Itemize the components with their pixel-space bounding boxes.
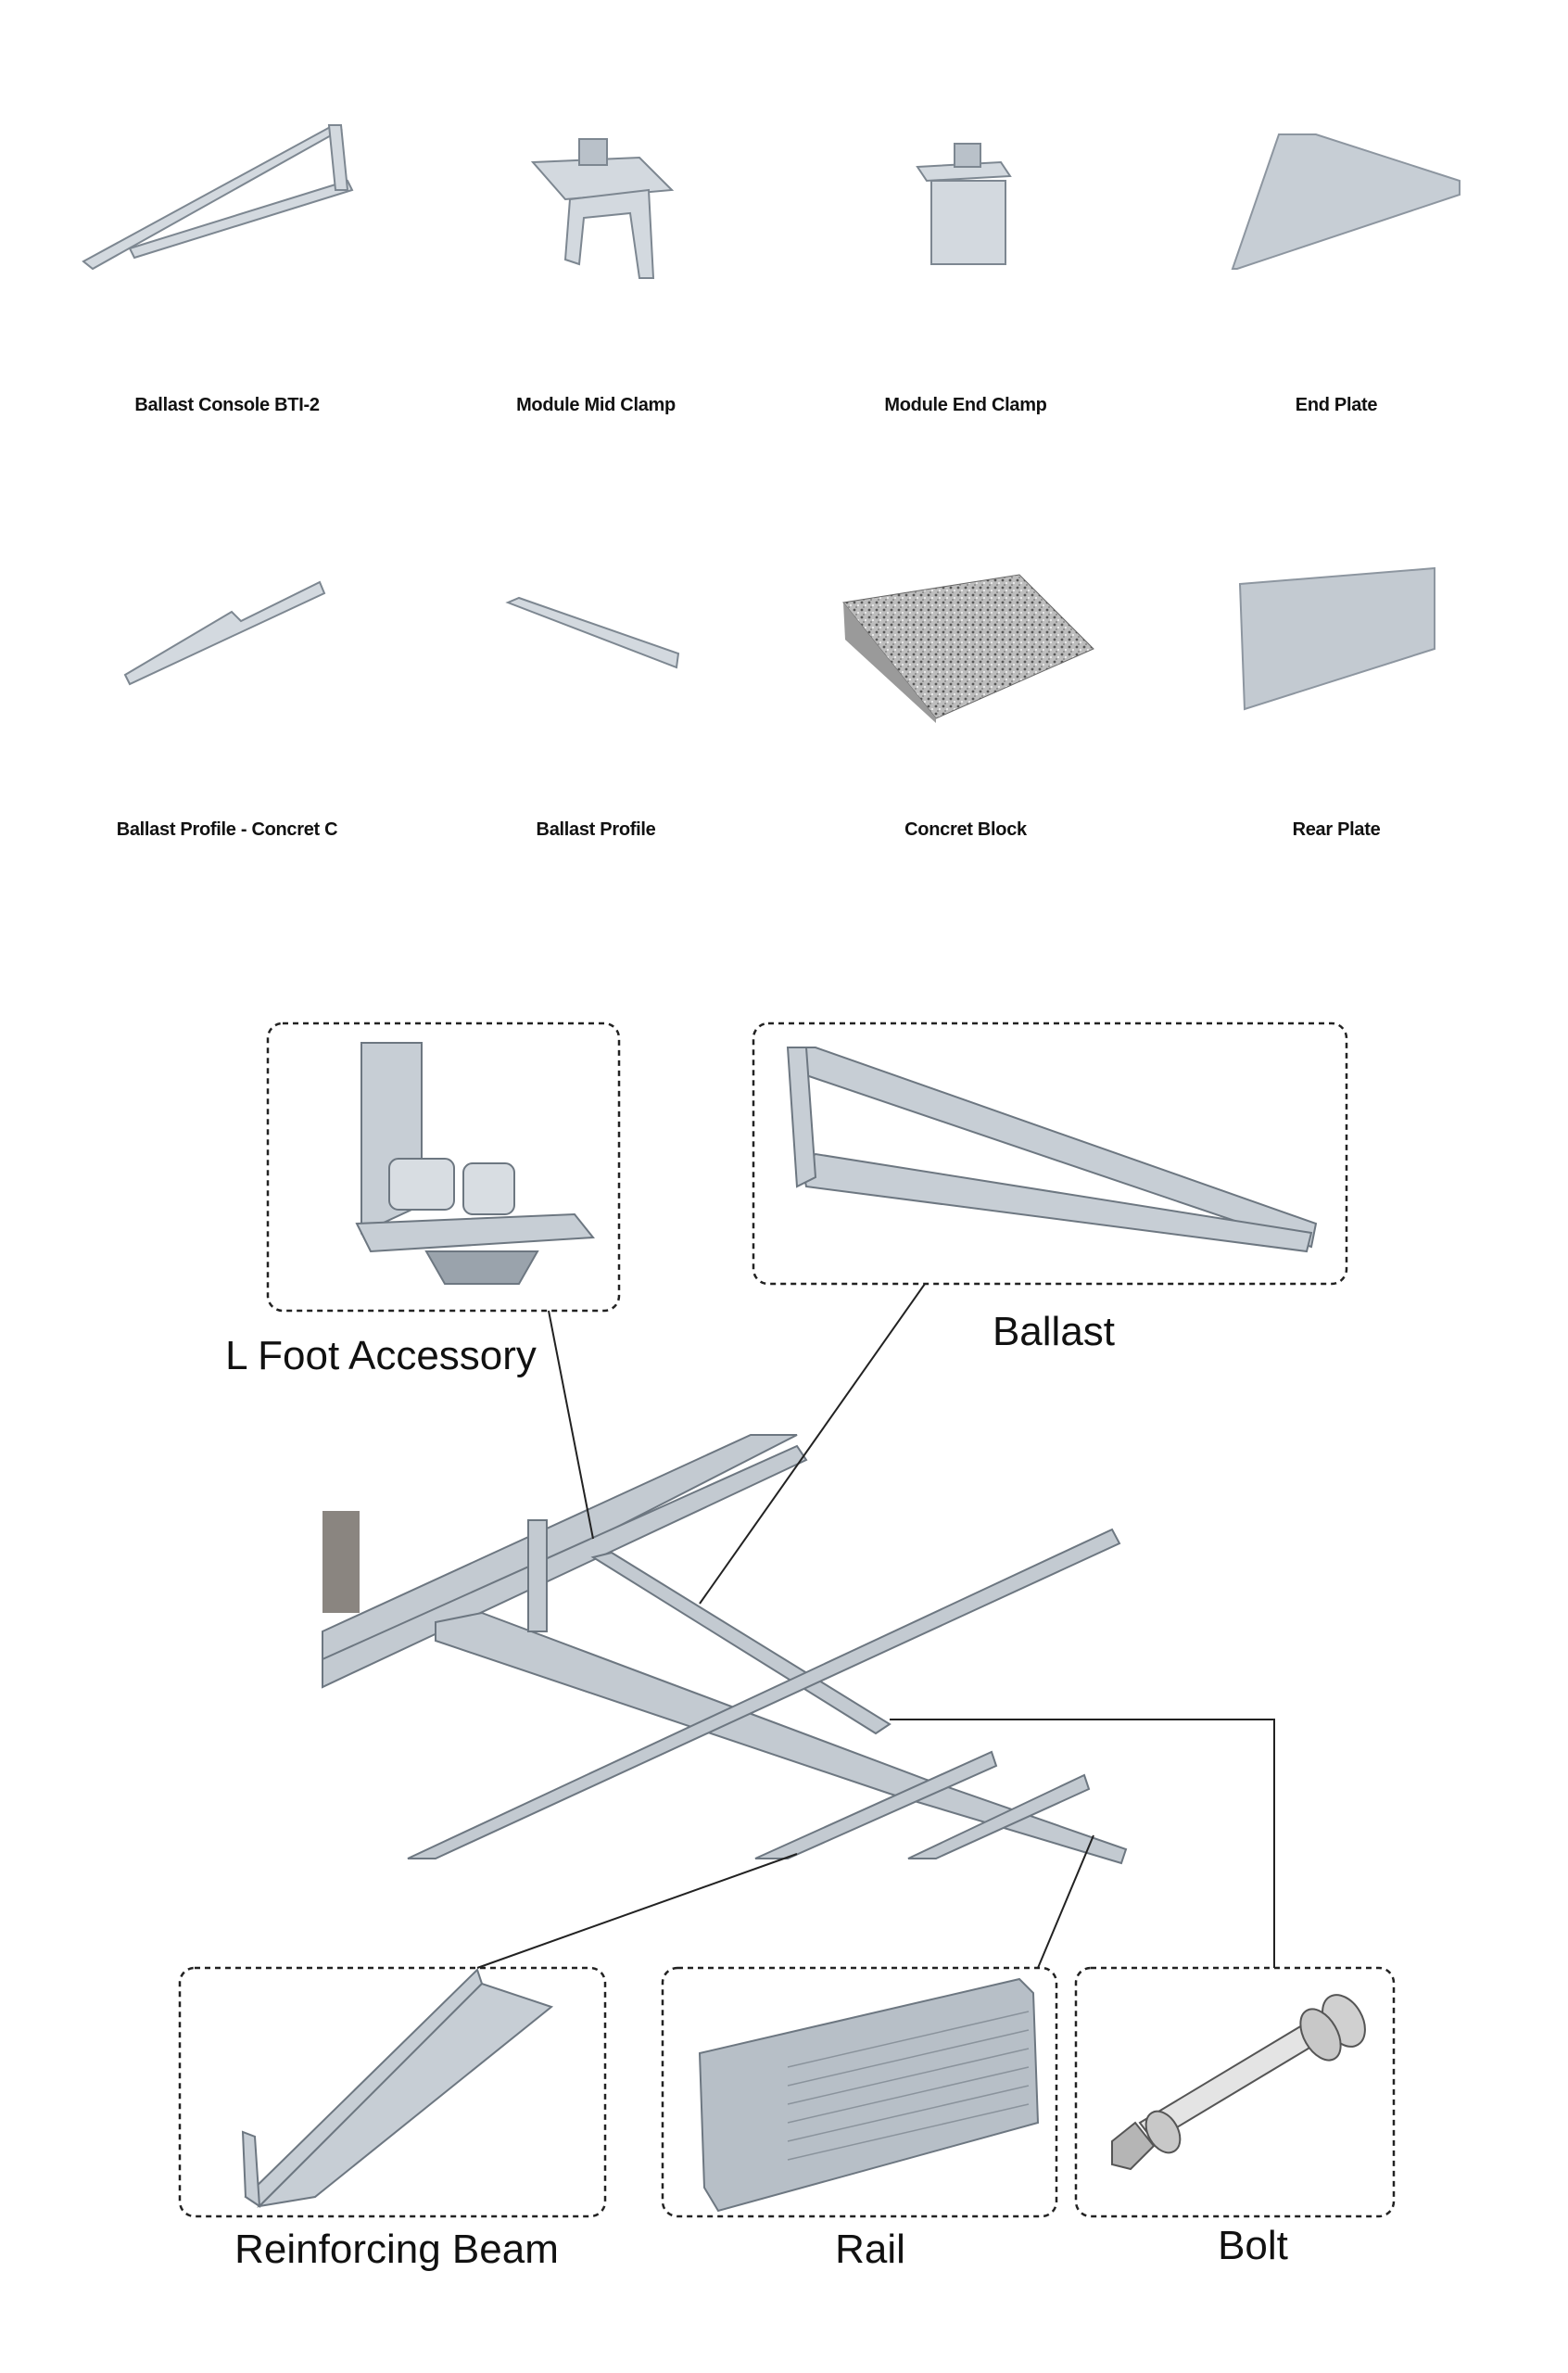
module-end-clamp-image [916,143,1012,265]
callout-ballast: Ballast [992,1309,1116,1354]
leader-lines [476,1283,1275,1969]
assembly-image [322,1434,1128,1865]
reinforcing-beam-image [241,1968,554,2208]
rear-plate-image [1238,566,1435,711]
ballast-profile-image [505,596,680,669]
callout-bolt: Bolt [1218,2223,1288,2268]
product-label: End Plate [1295,395,1378,415]
callout-rail: Rail [835,2227,905,2272]
bolt-box [1074,1966,1396,2218]
ballast-profile-concret-c-image [123,580,326,686]
reinforcing-beam-box [178,1966,607,2218]
ballast-console-image [82,123,354,271]
l-foot-image [355,1042,595,1285]
ballast-image [786,1047,1318,1253]
rail-box [661,1966,1058,2218]
product-label: Module End Clamp [884,395,1047,415]
bolt-image [1111,1994,1366,2171]
callout-l-foot: L Foot Accessory [225,1333,537,1378]
ballast-box [752,1022,1348,1286]
product-label: Ballast Console BTI-2 [134,395,320,415]
l-foot-box [266,1022,621,1313]
product-label: Rear Plate [1292,819,1381,840]
rail-image [698,1977,1040,2213]
module-mid-clamp-image [530,138,675,279]
product-label: Module Mid Clamp [516,395,676,415]
product-label: Concret Block [904,819,1027,840]
callout-reinforcing-beam: Reinforcing Beam [234,2227,559,2272]
end-plate-image [1231,133,1461,270]
concrete-block-image [842,574,1094,723]
product-label: Ballast Profile - Concret C [116,819,338,840]
product-label: Ballast Profile [536,819,656,840]
